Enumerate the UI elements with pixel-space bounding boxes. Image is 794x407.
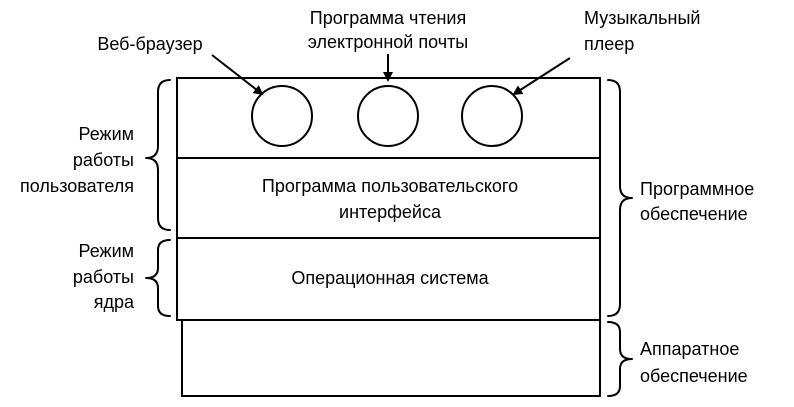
ui-program-label-line2: интерфейса	[339, 202, 442, 222]
email-label-line1: Программа чтения	[310, 8, 466, 28]
software-label-line2: обеспечение	[640, 204, 748, 224]
music-arrow	[512, 57, 571, 96]
browser-arrow	[211, 54, 264, 96]
music-label-line2: плеер	[584, 34, 634, 54]
user-mode-brace	[145, 79, 171, 231]
browser-circle	[251, 85, 313, 147]
browser-label: Веб-браузер	[97, 34, 202, 54]
kernel-mode-label-line1: Режим	[79, 241, 135, 261]
software-label-line1: Программное	[640, 179, 754, 199]
ui-program-layer	[176, 157, 601, 239]
email-client-circle	[357, 85, 419, 147]
os-label: Операционная система	[291, 268, 489, 288]
music-label-line1: Музыкальный	[584, 8, 700, 28]
os-layer	[176, 237, 601, 321]
kernel-mode-brace	[145, 239, 171, 317]
hardware-label-line1: Аппаратное	[640, 339, 739, 359]
hardware-layer	[181, 319, 601, 397]
kernel-mode-label-line2: работы	[73, 267, 134, 287]
user-mode-label-line3: пользователя	[20, 176, 134, 196]
user-mode-label-line2: работы	[73, 150, 134, 170]
hardware-brace	[607, 321, 633, 397]
music-player-circle	[461, 85, 523, 147]
hardware-label-line2: обеспечение	[640, 366, 748, 386]
user-mode-label-line1: Режим	[79, 124, 135, 144]
kernel-mode-label-line3: ядра	[94, 292, 135, 312]
email-label-line2: электронной почты	[308, 32, 469, 52]
software-brace	[607, 79, 633, 317]
ui-program-label-line1: Программа пользовательского	[262, 176, 518, 196]
